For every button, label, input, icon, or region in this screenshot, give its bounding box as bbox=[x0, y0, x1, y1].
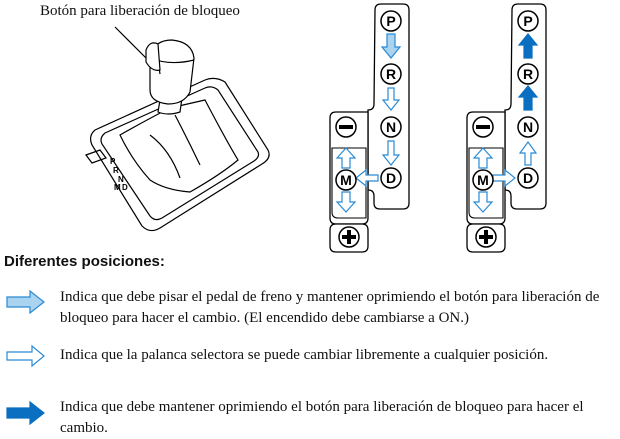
caption-leader-line bbox=[114, 26, 151, 63]
lever-mark-d: D bbox=[122, 183, 128, 192]
arrow-d-to-n-outline-icon bbox=[518, 140, 538, 166]
light-blue-filled-arrow-icon bbox=[6, 290, 45, 314]
arrow-m-to-d-outline-icon bbox=[492, 168, 516, 188]
shift-diagrams: P R N D M P R N D M bbox=[85, 3, 547, 253]
lever-mark-r: R bbox=[113, 166, 119, 175]
arrow-m-to-minus-outline-icon bbox=[472, 147, 494, 169]
lever-position-marks: P R N D M bbox=[110, 157, 128, 192]
arrow-m-to-plus-outline-icon bbox=[472, 191, 494, 213]
arrow-r-to-n-outline-icon bbox=[381, 87, 401, 111]
gear-p: P bbox=[386, 13, 395, 29]
lever-mark-n: N bbox=[118, 175, 124, 184]
legend-text-light-arrow: Indica que debe pisar el pedal de freno … bbox=[60, 289, 600, 326]
outline-arrow-icon bbox=[6, 344, 45, 368]
lever-mark-m: M bbox=[114, 183, 121, 192]
lever-mark-p: P bbox=[110, 157, 116, 166]
arrow-p-to-r-light-icon bbox=[380, 33, 402, 59]
legend-text-solid-arrow: Indica que debe mantener oprimiendo el b… bbox=[60, 399, 584, 436]
gear-r: R bbox=[386, 66, 396, 82]
gear-d: D bbox=[523, 170, 533, 186]
release-button-caption: Botón para liberación de bloqueo bbox=[40, 3, 240, 19]
arrow-n-to-d-outline-icon bbox=[381, 140, 401, 166]
section-heading: Diferentes posiciones: bbox=[4, 253, 165, 270]
gate2-labels: P R N D M bbox=[472, 10, 539, 248]
arrow-d-to-m-outline-icon bbox=[355, 168, 379, 188]
arrow-m-to-minus-outline-icon bbox=[335, 147, 357, 169]
arrow-m-to-plus-outline-icon bbox=[335, 191, 357, 213]
gear-n: N bbox=[523, 119, 533, 135]
gear-m: M bbox=[340, 172, 352, 188]
arrow-r-to-p-solid-icon bbox=[517, 33, 539, 59]
gear-m: M bbox=[477, 172, 489, 188]
gate1-labels: P R N D M bbox=[335, 10, 402, 248]
gear-r: R bbox=[523, 66, 533, 82]
gear-d: D bbox=[386, 170, 396, 186]
arrow-n-to-r-solid-icon bbox=[517, 85, 539, 111]
gear-lever-illustration bbox=[85, 26, 270, 232]
gear-p: P bbox=[523, 13, 532, 29]
gear-n: N bbox=[386, 119, 396, 135]
gate2-arrows bbox=[472, 33, 539, 213]
legend-text-outline-arrow: Indica que la palanca selectora se puede… bbox=[60, 347, 549, 363]
solid-blue-arrow-icon bbox=[6, 401, 45, 425]
gate1-arrows bbox=[335, 33, 402, 213]
